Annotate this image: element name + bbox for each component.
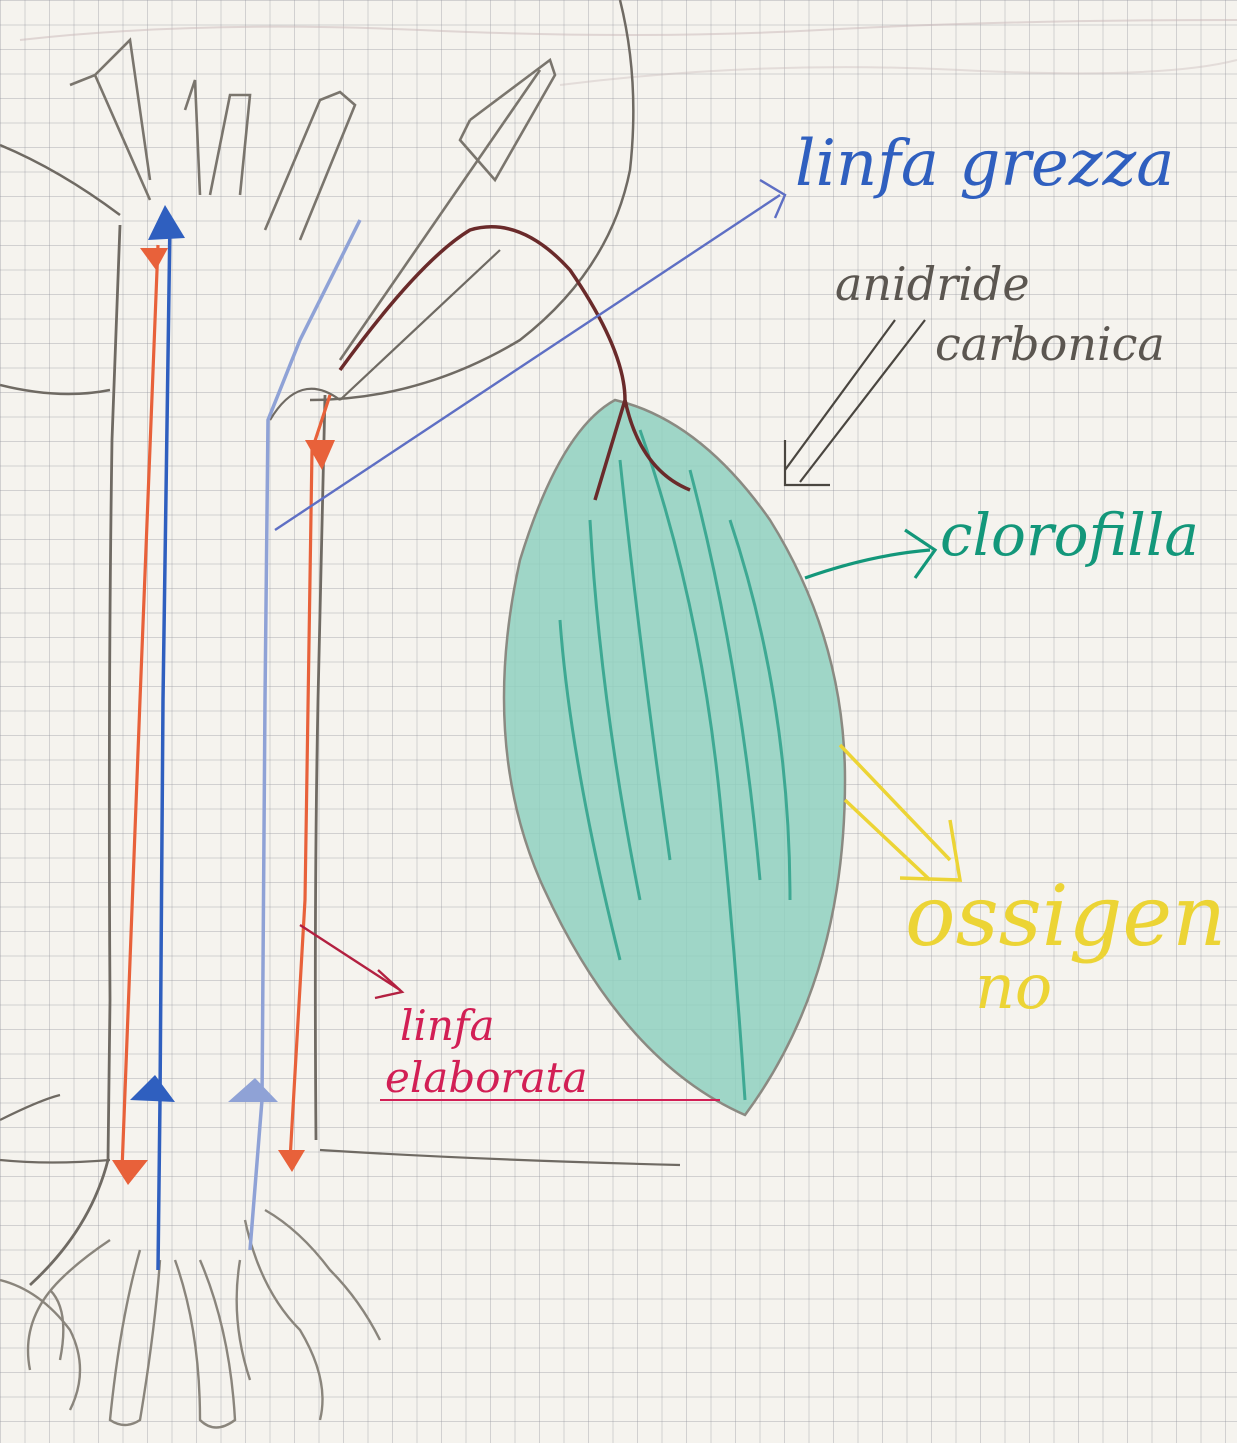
trunk-right-outline (315, 395, 325, 1140)
elaborated-sap-pointer-arrowhead (375, 970, 402, 998)
elaborated-sap-label-line2: elaborata (385, 1053, 588, 1102)
carbon-dioxide-arrow (785, 320, 925, 482)
branch-outline (270, 250, 500, 420)
chlorophyll-arrowhead (905, 530, 935, 578)
erased-writing-trace (560, 60, 1237, 85)
raw-sap-arrowhead-bottom (130, 1075, 175, 1102)
carbon-dioxide-label-line1: anidride (835, 257, 1030, 311)
elaborated-sap-arrowhead-mid (305, 440, 335, 470)
elaborated-sap-arrowhead-bottom (112, 1160, 148, 1185)
oxygen-label-line1: ossigen (905, 867, 1226, 965)
elaborated-sap-line-left (122, 245, 158, 1170)
ground-line (0, 1095, 680, 1165)
raw-sap-line-left (158, 220, 170, 1270)
raw-sap-arrowhead-top (148, 205, 185, 240)
roots (0, 1210, 380, 1428)
leaf (504, 400, 845, 1115)
raw-sap-label: linfa grezza (795, 127, 1174, 201)
elaborated-sap-arrowhead-top (140, 248, 168, 270)
elaborated-sap-arrowhead-low (278, 1150, 305, 1172)
carbon-dioxide-label-line2: carbonica (935, 317, 1165, 371)
oxygen-arrow (840, 745, 950, 880)
elaborated-sap-label-line1: linfa (400, 1001, 495, 1050)
raw-sap-arrowhead-right (228, 1078, 278, 1102)
oxygen-label-line2: no (975, 950, 1052, 1023)
elaborated-sap-line-right (290, 395, 330, 1160)
trunk-left-outline (30, 225, 120, 1285)
chlorophyll-arrow (805, 550, 930, 578)
chlorophyll-label: clorofilla (940, 501, 1199, 569)
